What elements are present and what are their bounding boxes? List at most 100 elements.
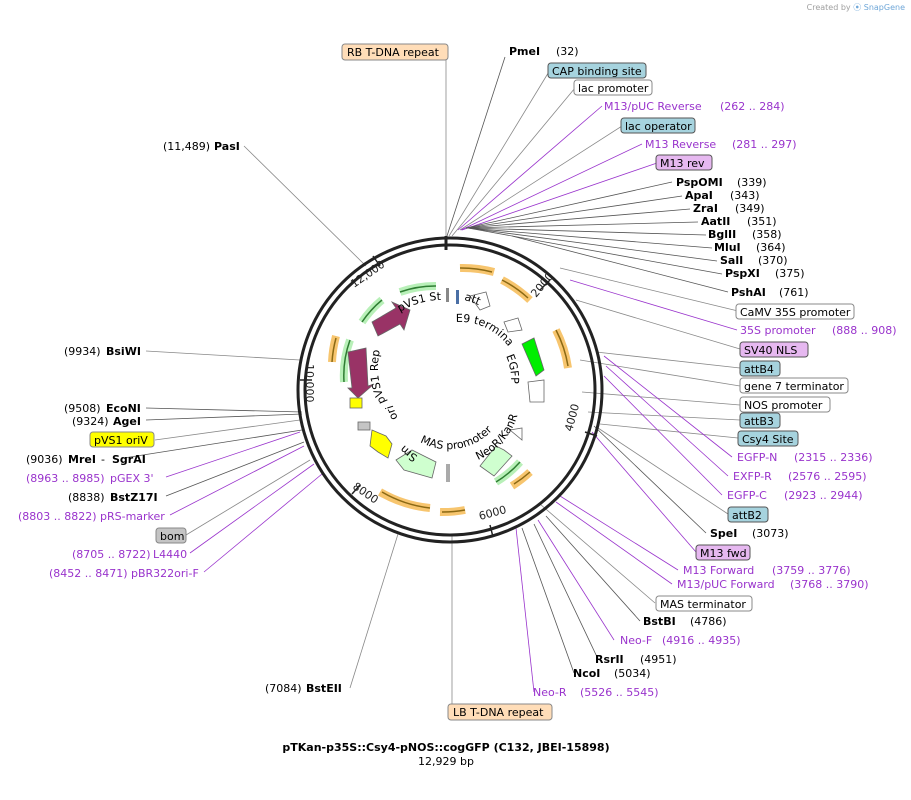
primer-exfp-r: EXFP-R (733, 470, 772, 483)
box-nos (739, 396, 831, 413)
primer-35s-promoter-pos: (888 .. 908) (832, 324, 897, 337)
tick-label-10000: 10,000 (303, 364, 316, 403)
enzyme-econi: EcoNI (106, 402, 141, 415)
leader-lines (123, 56, 741, 704)
credit-brand: SnapGene (863, 3, 905, 12)
feature-gene-7-terminator: gene 7 terminator (744, 380, 844, 393)
label-egfp: EGFP (503, 352, 521, 384)
enzyme-pspxi-pos: (375) (775, 267, 805, 280)
primer-neo-r: Neo-R (533, 686, 567, 699)
enzyme-mlui-pos: (364) (756, 241, 786, 254)
lac-inner-marker (456, 290, 459, 304)
primer-neo-f-pos: (4916 .. 4935) (662, 634, 741, 647)
feature-lac-promoter: lac promoter (578, 82, 649, 95)
primer-exfp-r-pos: (2576 .. 2595) (788, 470, 867, 483)
box-mas-term (655, 595, 753, 612)
primer-l4440: L4440 (153, 548, 187, 561)
enzyme-bstbi: BstBI (643, 615, 676, 628)
enzyme-zrai: ZraI (693, 202, 718, 215)
box-cap (547, 62, 647, 79)
enzyme-bglii-pos: (358) (752, 228, 782, 241)
enzyme-sali-pos: (370) (758, 254, 788, 267)
box-gene7 (739, 377, 849, 394)
box-rb-tdna (341, 43, 449, 61)
feature-m13-rev: M13 rev (660, 157, 705, 170)
pvs1-oriv-marker (349, 397, 363, 409)
neor-kanr-arrow (479, 445, 513, 477)
primer-l4440-pos: (8705 .. 8722) (72, 548, 151, 561)
primer-m13-puc-forward-pos: (3768 .. 3790) (790, 578, 869, 591)
attb-small (509, 427, 523, 441)
enzyme-mrei: MreI (68, 453, 96, 466)
enzyme-rsrii: RsrII (595, 653, 624, 666)
box-pvs1-oriv (89, 431, 155, 448)
enzyme-apai: ApaI (685, 189, 713, 202)
primer-pgex3: pGEX 3' (110, 472, 154, 485)
plasmid-length: 12,929 bp (418, 755, 474, 768)
feature-pvs1-oriv: pVS1 oriV (94, 434, 148, 447)
feature-csy4-site: Csy4 Site (742, 433, 794, 446)
primer-pgex3-pos: (8963 .. 8985) (26, 472, 105, 485)
primer-m13-puc-reverse: M13/pUC Reverse (604, 100, 702, 113)
e9-terminator-arrow (503, 317, 523, 333)
feature-cap-binding-site: CAP binding site (552, 65, 642, 78)
enzyme-bstbi-pos: (4786) (690, 615, 727, 628)
enzyme-bsteii: BstEII (306, 682, 342, 695)
enzyme-mrei-dash: - (101, 453, 105, 466)
enzyme-pmei-pos: (32) (556, 45, 579, 58)
plasmid-backbone (296, 236, 604, 544)
rb-inner-marker (446, 288, 449, 302)
box-m13-rev (655, 154, 713, 171)
feature-attb4: attB4 (744, 363, 774, 376)
enzyme-agei-pos: (9324) (72, 415, 109, 428)
feature-attb2: attB2 (732, 509, 762, 522)
enzyme-pspomi-pos: (339) (737, 176, 767, 189)
pvs1-staa-arrow (371, 301, 411, 337)
enzyme-rsrii-pos: (4951) (640, 653, 677, 666)
mas-promoter-marker (446, 464, 450, 482)
enzyme-mrei-pos: (9036) (26, 453, 63, 466)
primer-pbr322ori-f-pos: (8452 .. 8471) (49, 567, 128, 580)
enzyme-aatii: AatII (701, 215, 730, 228)
plasmid-name: pTKan-p35S::Csy4-pNOS::cogGFP (C132, JBE… (282, 741, 609, 754)
inner-feature-labels: pVS1 StaA pVS1 RepA ori SmR MAS promoter… (0, 0, 521, 464)
primer-m13-reverse-pos: (281 .. 297) (732, 138, 797, 151)
enzyme-sali: SalI (720, 254, 743, 267)
box-sv40 (739, 341, 809, 358)
green-arrows (339, 281, 523, 486)
ori-arrow (369, 429, 393, 459)
enzyme-ncoi: NcoI (573, 667, 600, 680)
primer-prs-marker: pRS-marker (100, 510, 165, 523)
feature-attb3: attB3 (744, 415, 774, 428)
enzyme-spei-pos: (3073) (752, 527, 789, 540)
enzyme-econi-pos: (9508) (64, 402, 101, 415)
box-camv (735, 303, 855, 320)
label-ori: ori (383, 404, 401, 422)
enzyme-zrai-pos: (349) (735, 202, 765, 215)
primers-right: M13/pUC Reverse (262 .. 284) M13 Reverse… (533, 100, 897, 699)
bom-marker (357, 421, 371, 431)
primer-prs-marker-pos: (8803 .. 8822) (18, 510, 97, 523)
primer-m13-puc-reverse-pos: (262 .. 284) (720, 100, 785, 113)
enzyme-bstz17i-pos: (8838) (68, 491, 105, 504)
box-attb4 (739, 360, 781, 377)
primer-35s-promoter: 35S promoter (740, 324, 816, 337)
enzyme-bsteii-pos: (7084) (265, 682, 302, 695)
primer-egfp-n-pos: (2315 .. 2336) (794, 451, 873, 464)
feature-mas-terminator: MAS terminator (660, 598, 746, 611)
credit-prefix: Created by (806, 3, 851, 12)
snapgene-credit: Created by ⦿ SnapGene (807, 2, 905, 13)
enzyme-agei: AgeI (113, 415, 141, 428)
pvs1-repa-arrow (347, 347, 375, 399)
enzyme-bsiwi: BsiWI (106, 345, 141, 358)
enzyme-pasi-pos: (11,489) (163, 140, 210, 153)
orange-arrows (328, 263, 572, 517)
feature-boxes: RB T-DNA repeat CAP binding site lac pro… (89, 43, 855, 721)
svg-text:ori: ori (383, 404, 401, 422)
egfp-arrow (521, 337, 545, 377)
tick-label-8000: 8000 (350, 480, 380, 507)
map-title: pTKan-p35S::Csy4-pNOS::cogGFP (C132, JBE… (282, 741, 609, 768)
feature-m13-fwd: M13 fwd (700, 547, 747, 560)
primer-egfp-n: EGFP-N (737, 451, 777, 464)
